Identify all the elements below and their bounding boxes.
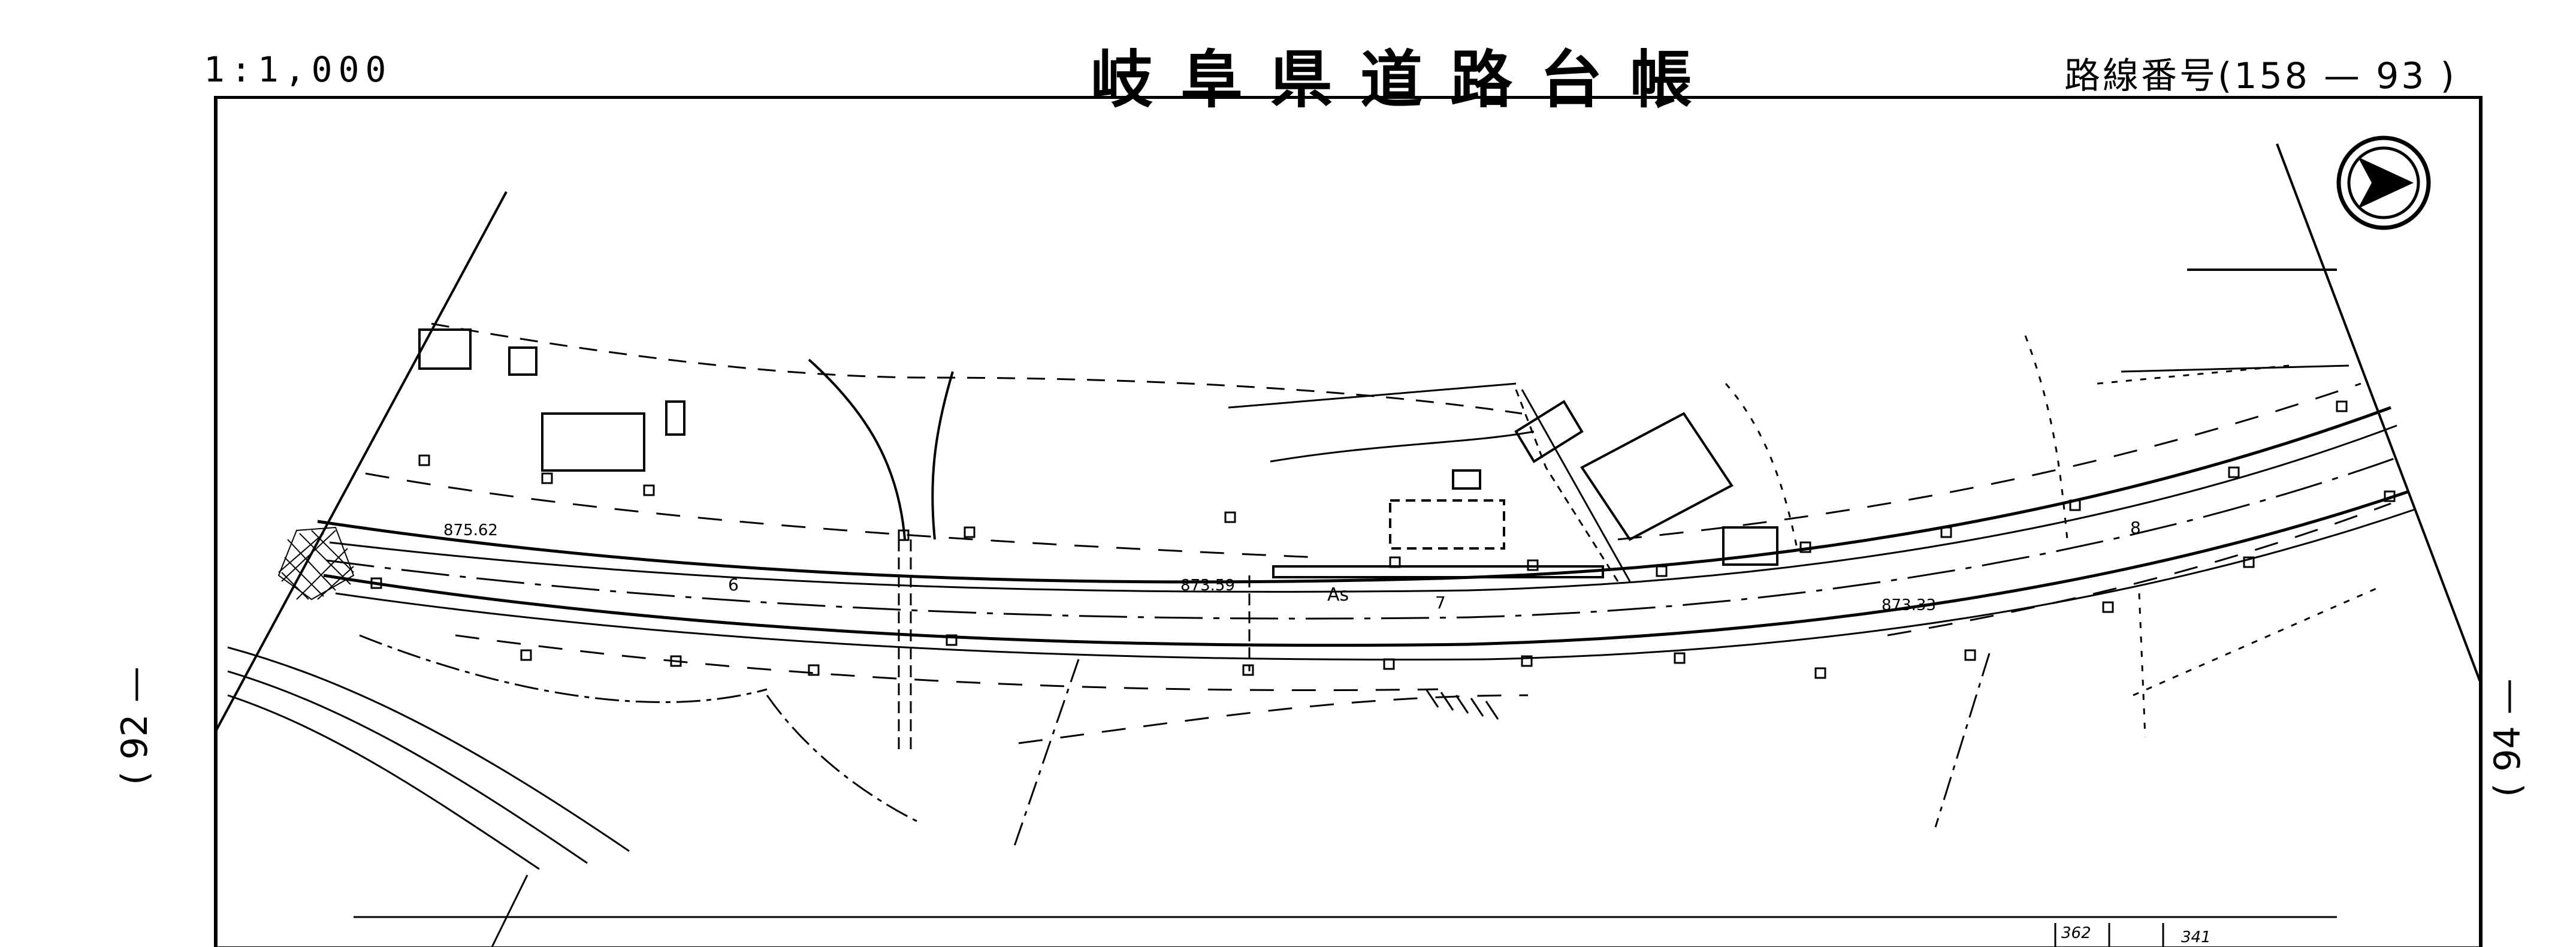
- elevation-label: 873.33: [1882, 596, 1936, 614]
- building: [1722, 526, 1778, 566]
- road-edge-south: [323, 490, 2409, 647]
- road-edge-south-2: [335, 508, 2415, 661]
- station-label: 7: [1435, 593, 1446, 613]
- road-centerline: [326, 454, 2403, 620]
- route-number: 路線番号(158 — 93 ): [2064, 55, 2457, 97]
- building: [1389, 499, 1505, 550]
- survey-limit-left: [215, 191, 508, 732]
- building: [1272, 565, 1604, 578]
- elevation-label: 875.62: [443, 521, 498, 539]
- road-edge-north-2: [329, 424, 2397, 593]
- building: [1514, 400, 1584, 463]
- building: [1580, 412, 1734, 541]
- previous-sheet-reference: ( 92 —: [114, 666, 156, 785]
- north-arrow-icon: [2336, 135, 2431, 230]
- station-label: 6: [728, 575, 739, 595]
- building: [418, 328, 472, 370]
- station-label: 8: [2130, 518, 2141, 538]
- building: [665, 400, 685, 436]
- map-border: [214, 96, 2483, 947]
- road-edge-north: [317, 406, 2391, 584]
- next-sheet-reference: ( 94 —: [2487, 678, 2529, 797]
- road-surface-label: As: [1327, 584, 1349, 605]
- building: [1452, 469, 1481, 490]
- parcel-number: 341: [2181, 928, 2211, 946]
- building: [541, 412, 645, 472]
- parcel-number: 362: [2061, 924, 2091, 942]
- elevation-label: 873.59: [1180, 577, 1235, 595]
- road-map: 875.62 873.59 873.33 6 7 8 As 362 341: [214, 96, 2483, 947]
- survey-limit-right: [2276, 143, 2482, 684]
- map-title: 岐阜県道路台帳: [1091, 43, 1720, 116]
- building: [508, 346, 537, 376]
- map-scale: 1:1,000: [204, 49, 392, 90]
